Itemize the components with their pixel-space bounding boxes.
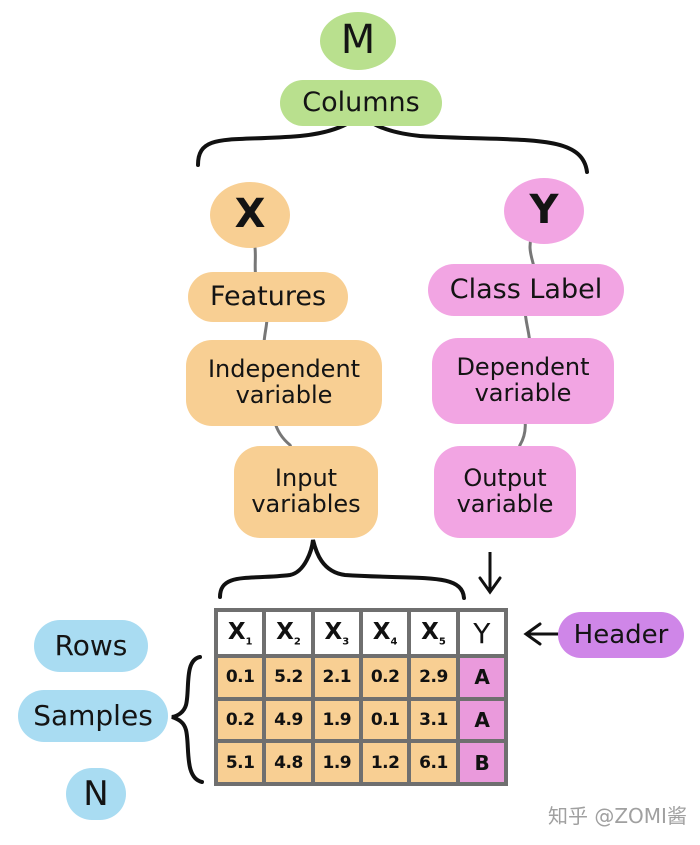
header-text: X [372, 618, 391, 645]
table-cell: 2.9 [407, 654, 460, 701]
table-cell-label: B [455, 739, 509, 786]
table-cell: 5.2 [262, 654, 315, 701]
output-arrow [478, 552, 502, 595]
table-cell: 0.2 [358, 654, 412, 701]
columns-count-m: M [320, 12, 396, 70]
data-table: X1 X2 X3 X4 X5 Y 0.1 5.2 2.1 0.2 2.9 A 0… [213, 608, 509, 786]
header-cell-y: Y [455, 608, 509, 658]
table-cell: 1.9 [310, 696, 363, 744]
header-subscript: 4 [390, 636, 398, 648]
table-row: 5.1 4.8 1.9 1.2 6.1 B [213, 739, 509, 786]
header-text: X [227, 618, 246, 645]
header-text: X [324, 618, 343, 645]
x-term-features: Features [188, 272, 348, 322]
header-cell-x3: X3 [310, 608, 363, 658]
header-text: X [276, 618, 294, 645]
rows-label: Rows [34, 620, 148, 672]
header-cell-x1: X1 [213, 608, 267, 658]
y-term-class-label: Class Label [428, 264, 624, 316]
table-cell: 4.8 [262, 739, 315, 786]
table-cell: 0.1 [358, 696, 412, 744]
header-subscript: 5 [438, 636, 446, 648]
header-cell-x2: X2 [262, 608, 315, 658]
table-cell: 4.9 [262, 696, 315, 744]
table-cell: 1.9 [310, 739, 363, 786]
table-cell: 3.1 [407, 696, 460, 744]
rows-brace [171, 655, 204, 784]
header-cell-x4: X4 [358, 608, 412, 658]
table-cell: 5.1 [213, 739, 267, 786]
table-cell: 6.1 [407, 739, 460, 786]
y-term-output-variable: Output variable [434, 446, 576, 538]
table-cell-label: A [455, 654, 509, 701]
x-term-independent-variable: Independent variable [186, 340, 382, 426]
rows-count-n: N [66, 768, 126, 820]
table-cell: 1.2 [358, 739, 412, 786]
columns-label: Columns [280, 80, 442, 126]
header-cell-x5: X5 [407, 608, 460, 658]
x-term-input-variables: Input variables [234, 446, 378, 538]
y-symbol: Y [504, 178, 584, 244]
header-subscript: 3 [342, 636, 350, 648]
header-label: Header [558, 612, 684, 658]
table-row: 0.2 4.9 1.9 0.1 3.1 A [213, 696, 509, 744]
table-header-row: X1 X2 X3 X4 X5 Y [213, 608, 509, 658]
columns-bracket-over-table [218, 539, 466, 600]
watermark: 知乎 @ZOMI酱 [548, 804, 687, 828]
x-symbol: X [210, 182, 290, 248]
table-cell: 0.2 [213, 696, 267, 744]
table-cell-label: A [455, 696, 509, 744]
header-arrow [523, 622, 562, 646]
y-term-dependent-variable: Dependent variable [432, 338, 614, 424]
table-row: 0.1 5.2 2.1 0.2 2.9 A [213, 654, 509, 701]
header-subscript: 2 [293, 636, 301, 648]
table-cell: 0.1 [213, 654, 267, 701]
header-text: X [421, 618, 439, 645]
samples-label: Samples [18, 690, 168, 742]
header-subscript: 1 [245, 636, 253, 648]
table-cell: 2.1 [310, 654, 363, 701]
